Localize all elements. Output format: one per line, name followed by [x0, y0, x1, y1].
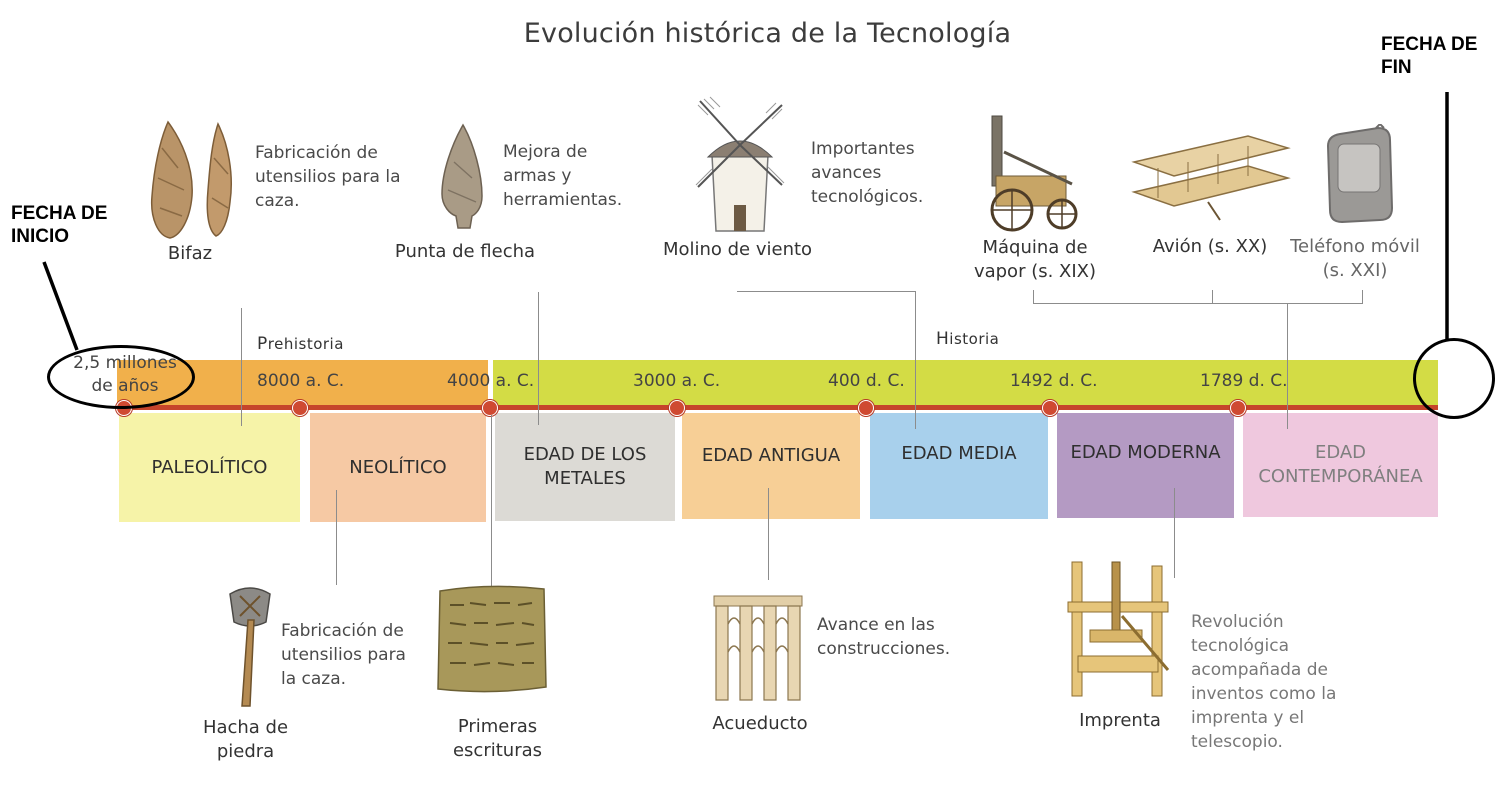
timeline-dot — [1042, 400, 1058, 416]
hacha-description: Fabricación de utensilios para la caza. — [281, 621, 406, 689]
connector-line — [737, 291, 915, 292]
acueducto-label: Acueducto — [712, 713, 808, 734]
start-date-marker: FECHA DE INICIO — [11, 203, 108, 247]
steam-engine-icon — [990, 115, 1078, 232]
connector-line — [1212, 290, 1213, 304]
connector-line — [1033, 290, 1034, 304]
connector-line — [538, 292, 539, 425]
connector-line — [241, 308, 242, 426]
start-date-circle — [47, 345, 195, 409]
period-edad-contemporanea: EDAD CONTEMPORÁNEA — [1243, 413, 1438, 517]
period-paleolitico: PALEOLÍTICO — [119, 413, 300, 522]
maquina-vapor-label: Máquina de vapor (s. XIX) — [973, 237, 1097, 282]
flecha-label: Punta de flecha — [394, 241, 536, 262]
hacha-label: Hacha de piedra — [202, 717, 289, 762]
timeline-dot — [669, 400, 685, 416]
timeline-dot — [482, 400, 498, 416]
bifaz-description: Fabricación de utensilios para la caza. — [255, 143, 401, 211]
bifaz-icon — [150, 120, 232, 239]
stone-axe-icon — [229, 587, 271, 707]
printing-press-icon — [1067, 561, 1170, 697]
molino-description: Importantes avances tecnológicos. — [811, 139, 924, 207]
end-date-circle — [1413, 338, 1495, 419]
connector-line — [1174, 488, 1175, 578]
timeline-line — [117, 405, 1438, 410]
avion-label: Avión (s. XX) — [1152, 236, 1268, 257]
connector-line — [915, 291, 916, 429]
date-label: 3000 a. C. — [633, 371, 721, 391]
page-title: Evolución histórica de la Tecnología — [523, 18, 1012, 49]
imprenta-description: Revolución tecnológica acompañada de inv… — [1191, 612, 1337, 752]
date-label: 1492 d. C. — [1010, 371, 1098, 391]
flecha-description: Mejora de armas y herramientas. — [503, 142, 623, 210]
period-neolitico: NEOLÍTICO — [310, 413, 486, 522]
period-edad-media: EDAD MEDIA — [870, 413, 1048, 519]
escrituras-label: Primeras escrituras — [452, 716, 543, 761]
telefono-label: Teléfono móvil (s. XXI) — [1290, 236, 1420, 281]
era-prehistory-label: Prehistoria — [257, 334, 344, 354]
date-label: 400 d. C. — [828, 371, 905, 391]
connector-line — [1362, 290, 1363, 304]
history-band — [493, 360, 1438, 410]
start-pointer-line — [42, 261, 79, 351]
tablet-icon — [437, 585, 547, 693]
period-edad-moderna: EDAD MODERNA — [1057, 413, 1234, 518]
era-history-label: Historia — [936, 329, 1000, 349]
end-date-marker: FECHA DE FIN — [1381, 34, 1478, 78]
timeline-dot — [1230, 400, 1246, 416]
timeline-dot — [292, 400, 308, 416]
connector-line — [491, 415, 492, 590]
acueducto-description: Avance en las construcciones. — [817, 615, 951, 659]
period-edad-antigua: EDAD ANTIGUA — [682, 413, 860, 519]
windmill-icon — [695, 96, 785, 232]
date-label: 8000 a. C. — [257, 371, 345, 391]
mobile-phone-icon — [1326, 124, 1394, 224]
timeline-dot — [858, 400, 874, 416]
imprenta-label: Imprenta — [1079, 710, 1161, 731]
airplane-icon — [1131, 135, 1291, 221]
arrowhead-icon — [441, 123, 483, 229]
date-label: 4000 a. C. — [447, 371, 535, 391]
connector-line — [336, 490, 337, 585]
connector-line — [768, 488, 769, 580]
connector-line — [1033, 303, 1363, 304]
connector-line — [1287, 303, 1288, 429]
aqueduct-icon — [713, 595, 803, 701]
period-edad-metales: EDAD DE LOS METALES — [495, 413, 675, 521]
bifaz-label: Bifaz — [167, 243, 213, 264]
date-label: 1789 d. C. — [1200, 371, 1288, 391]
molino-label: Molino de viento — [662, 239, 813, 260]
